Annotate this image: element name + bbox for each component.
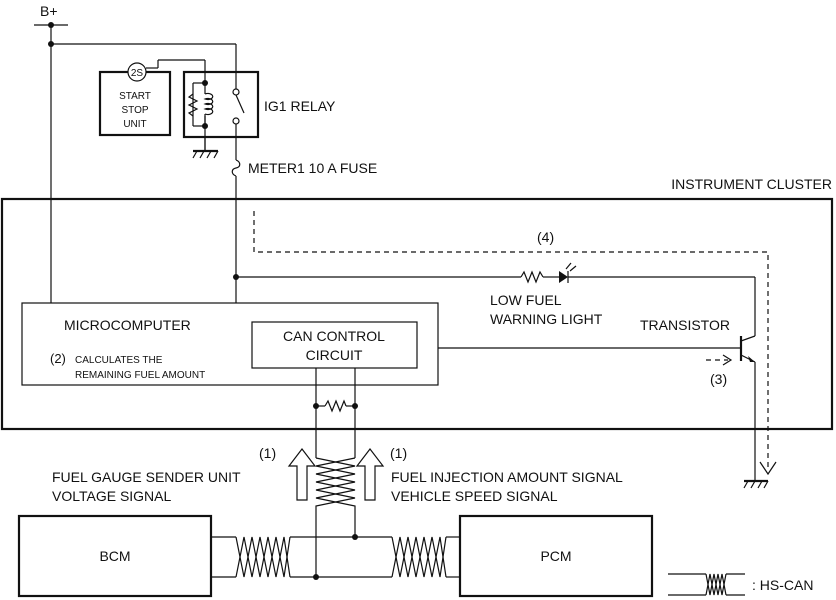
transistor-step-label: (3) (710, 371, 727, 387)
microcomputer-box (21, 302, 439, 386)
signal-arrow-left (287, 448, 317, 501)
ground-hatch-relay-2 (199, 150, 205, 159)
transistor-emitter-arrow (748, 356, 755, 362)
relay-coil-icon (203, 92, 214, 116)
can-control-line-2: CIRCUIT (306, 347, 363, 363)
led-ray-2 (569, 265, 577, 272)
ground-hatch-relay-4 (213, 150, 219, 159)
right-signal-step: (1) (390, 445, 407, 461)
twisted-pair-pcm-a (391, 536, 447, 578)
calc-step-label: (2) (50, 351, 66, 366)
can-control-box (251, 321, 418, 369)
transistor-signal-arrowhead (722, 354, 733, 366)
warning-signal-arrowhead (759, 461, 777, 476)
ground-hatch-transistor-4 (763, 480, 769, 489)
can-control-line-1: CAN CONTROL (283, 328, 385, 344)
cluster-title: INSTRUMENT CLUSTER (671, 176, 832, 192)
start-stop-line-2: STOP (121, 105, 148, 116)
transistor-label: TRANSISTOR (640, 317, 730, 333)
ground-hatch-transistor-1 (743, 480, 749, 489)
warning-led-icon (559, 271, 568, 283)
terminator-resistor (324, 399, 347, 413)
fuse-icon (231, 159, 241, 177)
start-stop-line-1: START (119, 91, 151, 102)
calc-note-line-2: REMAINING FUEL AMOUNT (75, 370, 205, 381)
led-ray-1 (565, 262, 572, 270)
microcomputer-title: MICROCOMPUTER (64, 317, 191, 333)
instrument-cluster-box (0, 197, 834, 431)
pcm-label: PCM (540, 548, 571, 564)
relay-contact-top (232, 88, 240, 96)
left-signal-line-2: VOLTAGE SIGNAL (52, 488, 172, 504)
ground-hatch-relay-1 (192, 150, 198, 159)
legend-label: : HS-CAN (752, 577, 813, 593)
twisted-pair-pcm-b (391, 536, 447, 578)
calc-note-line-1: CALCULATES THE (75, 355, 163, 366)
fuse-label: METER1 10 A FUSE (248, 160, 377, 176)
warning-signal-path (253, 211, 769, 470)
relay-switch-blade (235, 94, 245, 114)
relay-label: IG1 RELAY (264, 98, 336, 114)
relay-box (182, 70, 260, 139)
left-signal-line-1: FUEL GAUGE SENDER UNIT (52, 469, 241, 485)
connector-2s-circle (127, 62, 147, 82)
connector-2s-label: 2S (131, 68, 144, 79)
signal-arrow-right (355, 448, 385, 501)
twisted-pair-bcm-a (235, 536, 291, 578)
twisted-pair-bcm-b (235, 536, 291, 578)
twisted-pair-vertical-b (315, 457, 356, 510)
left-signal-step: (1) (259, 445, 276, 461)
warning-light-line-1: LOW FUEL (490, 292, 562, 308)
warning-light-line-2: WARNING LIGHT (490, 311, 603, 327)
transistor-collector (740, 335, 756, 342)
bcm-box (17, 514, 213, 598)
bcm-label: BCM (99, 548, 130, 564)
right-signal-line-2: VEHICLE SPEED SIGNAL (391, 488, 558, 504)
warning-step-label: (4) (537, 229, 554, 245)
ground-hatch-relay-3 (206, 150, 212, 159)
ground-hatch-transistor-2 (750, 480, 756, 489)
resistor-gap (202, 94, 208, 116)
resistor-zigzag (187, 93, 199, 117)
ground-hatch-transistor-3 (757, 480, 763, 489)
start-stop-line-3: UNIT (123, 119, 146, 130)
pcm-box (458, 514, 654, 598)
relay-contact-bottom (232, 117, 240, 125)
lamp-resistor-zigzag (520, 270, 544, 284)
right-signal-line-1: FUEL INJECTION AMOUNT SIGNAL (391, 469, 623, 485)
supply-label: B+ (40, 3, 58, 19)
legend-twist-b (705, 573, 727, 596)
